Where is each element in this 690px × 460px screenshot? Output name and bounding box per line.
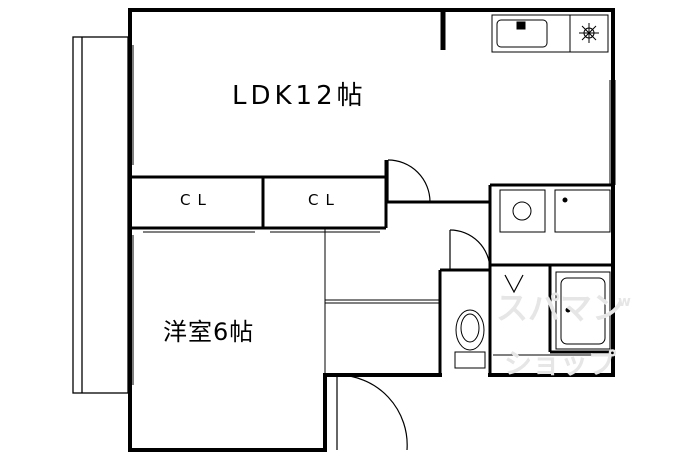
watermark-line2: ショップ [504,347,617,380]
door-bath [504,274,524,294]
stove-icon [579,23,599,43]
closet-right-label: CL [308,191,341,209]
door-hall [449,229,491,271]
kitchen-counter [491,14,609,53]
exterior-walls [128,8,615,452]
door-entrance [336,374,408,451]
watermark-line1: スパマン [496,289,625,327]
balcony [72,36,129,394]
toilet [454,309,486,369]
sink [496,19,548,48]
interior-walls [130,10,613,375]
bathroom [555,271,611,350]
washer-space [499,189,546,233]
washer-icon [512,201,532,221]
western-room-label: 洋室6帖 [163,318,255,346]
vanity [554,189,611,233]
washroom [499,189,611,233]
kitchen [491,14,609,53]
doors [336,159,524,451]
watermark-w: w [618,294,631,310]
door-ldk [387,159,431,203]
closet-left-label: CL [180,191,213,209]
ldk-label: LDK12帖 [232,81,367,111]
thin-partitions [324,228,613,375]
bathtub [555,271,611,350]
